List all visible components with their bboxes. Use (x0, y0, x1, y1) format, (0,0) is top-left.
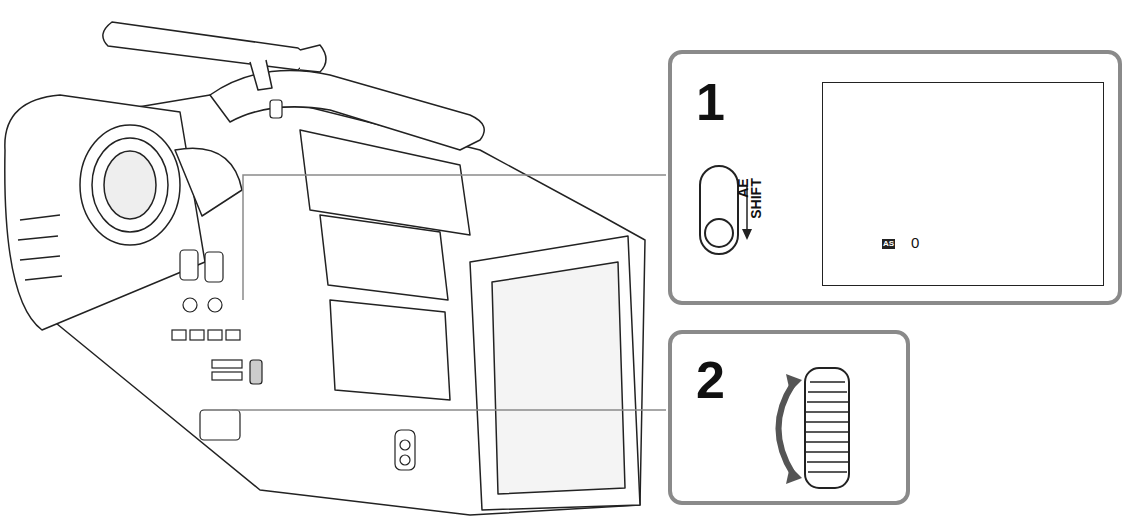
leader-lines (232, 175, 666, 410)
callout-panel: AS 0 1 AE SHIFT (668, 50, 1122, 305)
switch-label: AE SHIFT (737, 178, 764, 222)
callout-number: 1 (696, 76, 725, 128)
callout-panel: 2 (668, 330, 910, 505)
screen-display: AS 0 (822, 82, 1104, 286)
shift-value: 0 (911, 235, 919, 250)
control-dial (779, 368, 850, 488)
mode-indicator: AS (882, 239, 895, 249)
camcorder-buttons (172, 100, 415, 470)
camcorder-body (5, 22, 645, 515)
callout-number: 2 (696, 354, 725, 406)
